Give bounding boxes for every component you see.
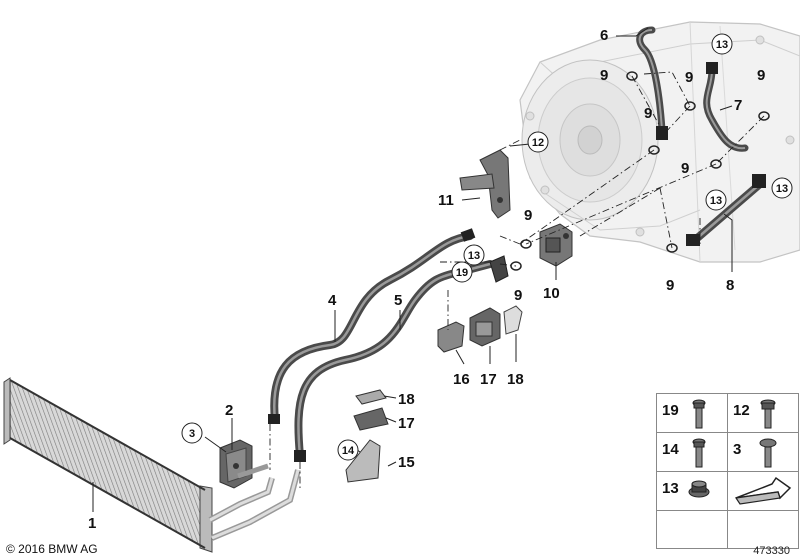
holder-bracket-11 [459, 149, 511, 219]
callout-13b: 13 [776, 183, 788, 195]
leader-lines [92, 27, 733, 512]
copyright-notice: © 2016 BMW AG [6, 542, 98, 556]
callout-11: 11 [438, 192, 454, 209]
legend-cell-19: 19 [657, 394, 727, 432]
callout-15: 15 [398, 454, 415, 471]
callout-1: 1 [88, 515, 96, 532]
bolt-icon [692, 399, 706, 429]
callout-17: 17 [480, 371, 497, 388]
callout-16: 16 [453, 371, 470, 388]
callout-18: 18 [507, 371, 524, 388]
callout-5: 5 [394, 292, 402, 309]
bolt-icon [759, 438, 777, 468]
callout-10: 10 [543, 285, 560, 302]
callout-12: 12 [532, 137, 544, 149]
callout-9h: 9 [666, 277, 674, 294]
hose-4-fitting [268, 414, 280, 424]
callout-7: 7 [734, 97, 742, 114]
legend-label: 3 [733, 441, 742, 458]
callout-9c: 9 [757, 67, 765, 84]
legend-cell-14: 14 [657, 433, 727, 471]
callout-17b: 17 [398, 415, 415, 432]
legend-label: 13 [662, 480, 679, 497]
callout-2: 2 [225, 402, 233, 419]
callout-4: 4 [328, 292, 337, 309]
callout-9g: 9 [514, 287, 522, 304]
callout-13a: 13 [716, 39, 728, 51]
assembly-lines [269, 71, 765, 490]
callout-9e: 9 [681, 160, 689, 177]
legend-label: 19 [662, 402, 679, 419]
callout-3: 3 [189, 428, 195, 440]
legend-label: 12 [733, 402, 750, 419]
callout-14: 14 [342, 445, 355, 457]
callout-8: 8 [726, 277, 734, 294]
legend-divider [657, 432, 798, 433]
legend-cell-12: 12 [728, 394, 798, 432]
callout-13c: 13 [710, 195, 722, 207]
callout-9d: 9 [644, 105, 652, 122]
thermostat-10 [539, 223, 573, 267]
callout-18b: 18 [398, 391, 415, 408]
callout-labels: 1 2 4 5 6 7 8 9 9 9 9 9 9 9 9 10 11 18 1… [88, 27, 765, 532]
legend-cell-arrow [728, 472, 798, 510]
bolt-icon [692, 438, 706, 468]
oil-cooler-radiator [3, 377, 213, 553]
nut-icon [688, 480, 710, 498]
oil-line-8 [686, 174, 766, 246]
bolt-icon [760, 399, 776, 429]
callout-9a: 9 [600, 67, 608, 84]
arrow-icon [734, 476, 792, 505]
hose-clamps [345, 255, 523, 483]
oil-line-6 [636, 26, 668, 140]
callout-9b: 9 [685, 69, 693, 86]
legend-cell-13: 13 [657, 472, 727, 510]
circled-callouts: 3 13 13 13 13 12 19 14 [181, 33, 793, 461]
legend-divider [657, 510, 798, 511]
callout-13d: 13 [468, 250, 480, 262]
o-rings [510, 71, 770, 271]
fastener-legend: 19 12 14 3 13 [656, 393, 799, 549]
legend-label: 14 [662, 441, 679, 458]
callout-6: 6 [600, 27, 608, 44]
callout-9f: 9 [524, 207, 532, 224]
cooler-pipe-connectors [208, 463, 301, 541]
transmission-housing [519, 21, 800, 263]
callout-19: 19 [456, 267, 468, 279]
legend-cell-3: 3 [728, 433, 798, 471]
diagram-reference-number: 473330 [753, 545, 790, 557]
oil-line-7 [703, 62, 749, 152]
radiator-bracket [219, 439, 253, 489]
legend-divider [657, 471, 798, 472]
